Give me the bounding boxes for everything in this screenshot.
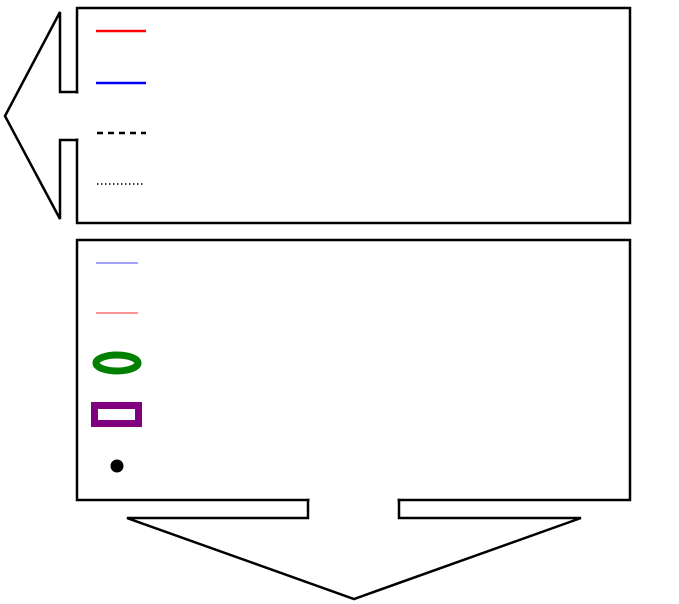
bottom-panel	[75, 238, 632, 601]
purple-rect-marker-icon	[91, 402, 142, 427]
left-arrow	[3, 11, 79, 220]
bottom-panel-box	[75, 238, 632, 502]
top-panel-box	[75, 6, 632, 225]
black-dot-marker-icon	[110, 459, 124, 473]
down-arrow	[126, 498, 582, 601]
top-panel	[3, 6, 632, 225]
green-ellipse-marker-icon	[92, 351, 142, 375]
